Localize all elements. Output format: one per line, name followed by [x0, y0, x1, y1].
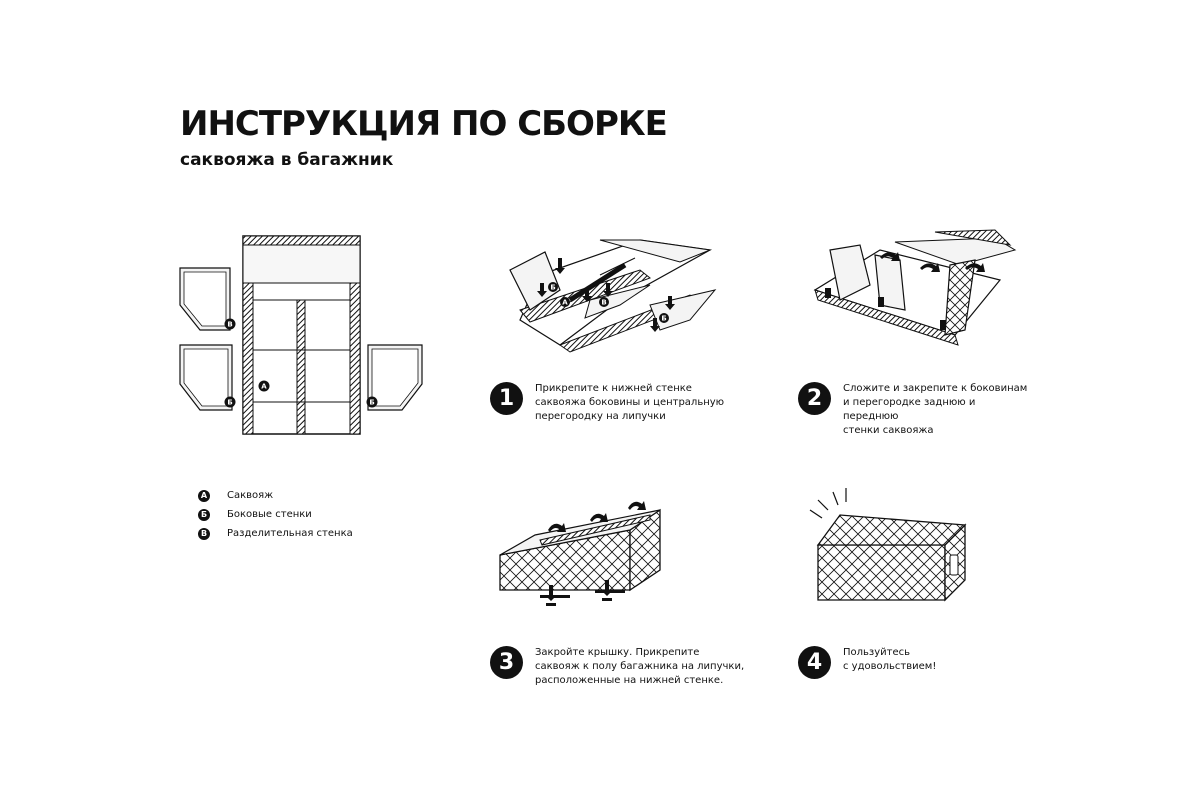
- legend-row: А Саквояж: [198, 486, 353, 505]
- legend-badge: А: [198, 489, 210, 502]
- legend-row: В Разделительная стенка: [198, 524, 353, 543]
- step-text: Прикрепите к нижней стенке саквояжа боко…: [535, 382, 725, 424]
- legend-text: Разделительная стенка: [227, 528, 353, 539]
- legend: А Саквояж Б Боковые стенки В Разделитель…: [198, 486, 353, 543]
- step2-illustration: [813, 229, 1017, 346]
- step-2: 2 Сложите и закрепите к боковинам и пере…: [798, 382, 1033, 438]
- step-4: 4 Пользуйтесь с удовольствием!: [798, 646, 1033, 679]
- badge-v-label: В: [227, 321, 232, 329]
- step-text: Закройте крышку. Прикрепите саквояж к по…: [535, 646, 745, 688]
- legend-badge: В: [198, 527, 210, 540]
- step-line: саквояжа боковины и центральную: [535, 397, 725, 408]
- legend-text: Саквояж: [227, 490, 274, 501]
- step4-illustration: [809, 488, 967, 602]
- step-line: стенки саквояжа: [843, 425, 934, 436]
- step-1: 1 Прикрепите к нижней стенке саквояжа бо…: [490, 382, 725, 424]
- legend-row: Б Боковые стенки: [198, 505, 353, 524]
- legend-text: Боковые стенки: [227, 509, 312, 520]
- step1-badge-b2: Б: [661, 315, 666, 323]
- badge-b-label-left: Б: [227, 399, 232, 407]
- step3-illustration: [499, 501, 661, 606]
- step-line: Пользуйтесь: [843, 647, 911, 658]
- legend-badge: Б: [198, 508, 210, 521]
- step1-illustration: Б А В Б: [509, 239, 717, 353]
- unfolded-layout-diagram: В Б Б А: [179, 235, 423, 435]
- step-line: Прикрепите к нижней стенке: [535, 383, 692, 394]
- step1-badge-b: Б: [550, 284, 555, 292]
- step-line: перегородку на липучки: [535, 411, 666, 422]
- step1-badge-a: А: [562, 299, 568, 307]
- step1-badge-v: В: [601, 299, 606, 307]
- step-number: 1: [490, 382, 523, 415]
- step-line: саквояж к полу багажника на липучки,: [535, 661, 745, 672]
- step-line: Закройте крышку. Прикрепите: [535, 647, 700, 658]
- page-subtitle: саквояжа в багажник: [180, 150, 394, 170]
- badge-a-label: А: [261, 383, 267, 391]
- step-number: 3: [490, 646, 523, 679]
- step-3: 3 Закройте крышку. Прикрепите саквояж к …: [490, 646, 745, 688]
- step-line: расположенные на нижней стенке.: [535, 675, 724, 686]
- step-line: Сложите и закрепите к боковинам: [843, 383, 1028, 394]
- step-number: 2: [798, 382, 831, 415]
- step-line: с удовольствием!: [843, 661, 937, 672]
- page-title: ИНСТРУКЦИЯ ПО СБОРКЕ: [180, 104, 668, 144]
- badge-b-label-right: Б: [369, 399, 374, 407]
- step-line: и перегородке заднюю и переднюю: [843, 397, 976, 422]
- step-text: Сложите и закрепите к боковинам и перего…: [843, 382, 1033, 438]
- step-text: Пользуйтесь с удовольствием!: [843, 646, 1033, 674]
- step-number: 4: [798, 646, 831, 679]
